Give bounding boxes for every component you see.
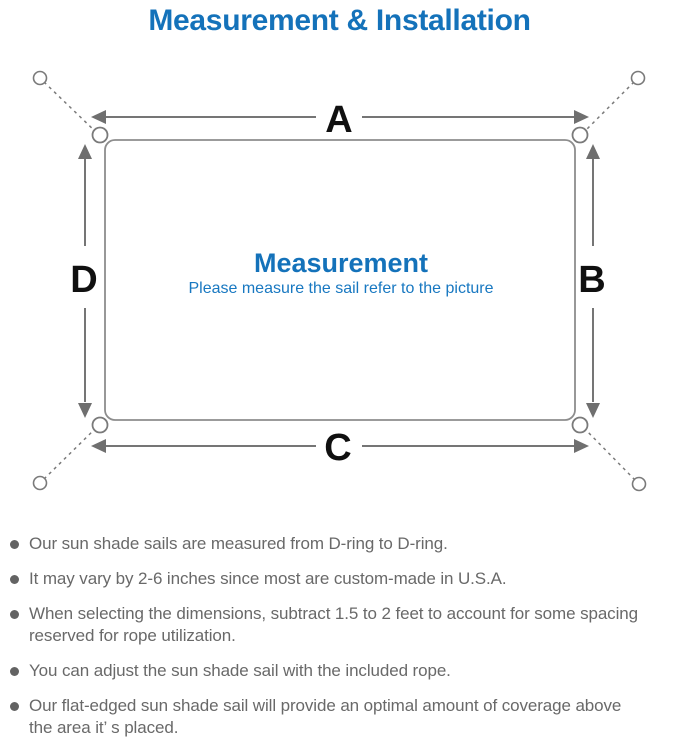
dim-label-c: C <box>324 427 351 469</box>
page-title: Measurement & Installation <box>148 4 531 37</box>
rope-dashed-line-bottom-left <box>43 425 99 480</box>
arrowhead-d-down <box>78 403 92 418</box>
list-item-line: You can adjust the sun shade sail with t… <box>29 661 451 680</box>
rope-dashed-line-bottom-right <box>581 425 636 481</box>
list-item-line: the area it’ s placed. <box>29 718 179 737</box>
measurement-heading: Measurement <box>254 248 428 278</box>
d-ring-top-right <box>571 126 589 144</box>
list-item-line: It may vary by 2-6 inches since most are… <box>29 569 507 588</box>
sail-measurement-diagram: A C D B Measurement Please measure the s… <box>32 70 647 492</box>
list-item: Our flat-edged sun shade sail will provi… <box>8 695 671 739</box>
arrowhead-b-up <box>586 144 600 159</box>
list-item-text: When selecting the dimensions, subtract … <box>29 603 638 647</box>
measurement-caption: Please measure the sail refer to the pic… <box>188 280 493 297</box>
list-item-text: You can adjust the sun shade sail with t… <box>29 660 451 682</box>
list-item: You can adjust the sun shade sail with t… <box>8 660 671 682</box>
bullet-dot-icon <box>10 575 19 584</box>
list-item: It may vary by 2-6 inches since most are… <box>8 568 671 590</box>
anchor-circle-top-right <box>630 70 646 86</box>
list-item-text: Our flat-edged sun shade sail will provi… <box>29 695 621 739</box>
list-item: When selecting the dimensions, subtract … <box>8 603 671 647</box>
dim-label-a: A <box>325 99 352 141</box>
bullet-dot-icon <box>10 540 19 549</box>
list-item-line: reserved for rope utilization. <box>29 626 236 645</box>
list-item-line: Our flat-edged sun shade sail will provi… <box>29 696 622 715</box>
list-item-line: When selecting the dimensions, subtract … <box>29 604 638 623</box>
list-item: Our sun shade sails are measured from D-… <box>8 533 671 555</box>
arrowhead-c-left <box>91 439 106 453</box>
d-ring-bottom-right <box>571 416 589 434</box>
arrowhead-a-left <box>91 110 106 124</box>
rope-dashed-line-top-right <box>581 81 635 135</box>
d-ring-top-left <box>91 126 109 144</box>
notes-list: Our sun shade sails are measured from D-… <box>0 528 679 739</box>
anchor-circle-bottom-left <box>32 475 48 491</box>
arrowhead-a-right <box>574 110 589 124</box>
sail-rectangle <box>104 139 576 421</box>
arrowhead-c-right <box>574 439 589 453</box>
dim-label-d: D <box>70 259 97 301</box>
dim-label-b: B <box>578 259 605 301</box>
list-item-line: Our sun shade sails are measured from D-… <box>29 534 448 553</box>
d-ring-bottom-left <box>91 416 109 434</box>
list-item-text: It may vary by 2-6 inches since most are… <box>29 568 507 590</box>
anchor-circle-top-left <box>32 70 48 86</box>
arrowhead-d-up <box>78 144 92 159</box>
list-item-text: Our sun shade sails are measured from D-… <box>29 533 448 555</box>
anchor-circle-bottom-right <box>631 476 647 492</box>
bullet-dot-icon <box>10 667 19 676</box>
rope-dashed-line-top-left <box>43 81 99 135</box>
bullet-dot-icon <box>10 610 19 619</box>
bullet-dot-icon <box>10 702 19 711</box>
arrowhead-b-down <box>586 403 600 418</box>
